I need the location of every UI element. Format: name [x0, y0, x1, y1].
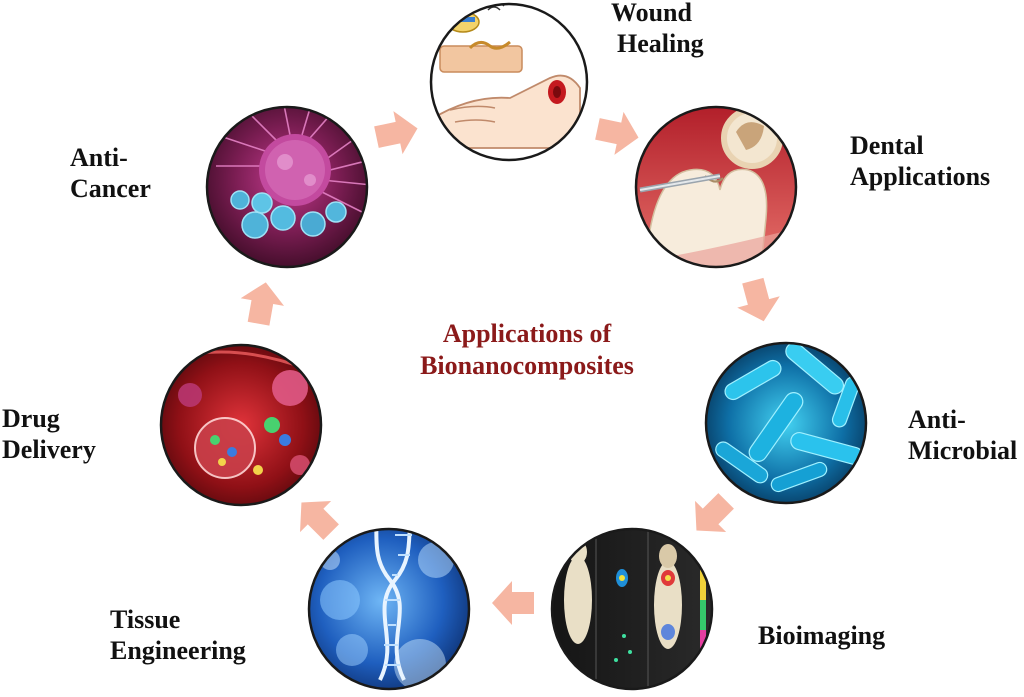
label-anti-cancer-line-2: Cancer — [70, 174, 151, 203]
label-drug-delivery: Drug Delivery — [2, 403, 96, 465]
center-title: Applications of Bionanocomposites — [362, 318, 692, 382]
label-wound-healing: Wound Healing — [611, 0, 704, 59]
center-title-line-2: Bionanocomposites — [420, 351, 634, 380]
label-tissue-engineering-line-1: Tissue — [110, 605, 181, 634]
center-title-line-1: Applications of — [442, 319, 612, 348]
node-bioimaging-image — [550, 527, 714, 691]
label-anti-microbial: Anti- Microbial — [908, 404, 1017, 466]
arrow-wound-to-dental — [595, 111, 639, 155]
label-dental-line-1: Dental — [850, 131, 924, 160]
label-bioimaging-line-1: Bioimaging — [758, 621, 886, 650]
arrow-dental-to-microbial — [737, 277, 780, 322]
label-tissue-engineering-line-2: Engineering — [110, 636, 246, 665]
arrow-tissue-to-drug — [300, 501, 339, 540]
arrow-cancer-to-wound — [374, 111, 418, 155]
label-anti-microbial-line-2: Microbial — [908, 436, 1018, 465]
arrow-microbial-to-bioimaging — [695, 493, 734, 532]
node-drug-delivery-image — [159, 343, 323, 507]
label-wound-healing-line-2: Healing — [617, 29, 704, 58]
label-drug-delivery-line-2: Delivery — [2, 435, 96, 464]
label-tissue-engineering: Tissue Engineering — [110, 604, 246, 666]
label-anti-cancer: Anti- Cancer — [70, 142, 151, 204]
label-drug-delivery-line-1: Drug — [2, 404, 60, 433]
node-wound-healing-image — [429, 2, 589, 162]
arrow-bioimaging-to-tissue — [492, 581, 534, 625]
label-anti-cancer-line-1: Anti- — [70, 143, 128, 172]
label-wound-healing-line-1: Wound — [611, 0, 692, 27]
arrow-drug-to-cancer — [240, 282, 285, 326]
label-bioimaging: Bioimaging — [758, 620, 885, 651]
node-anti-cancer-image — [205, 105, 369, 269]
node-anti-microbial-image — [704, 341, 868, 505]
label-dental-line-2: Applications — [850, 162, 991, 191]
label-anti-microbial-line-1: Anti- — [908, 405, 966, 434]
label-dental: Dental Applications — [850, 130, 990, 192]
node-dental-image — [634, 105, 798, 269]
